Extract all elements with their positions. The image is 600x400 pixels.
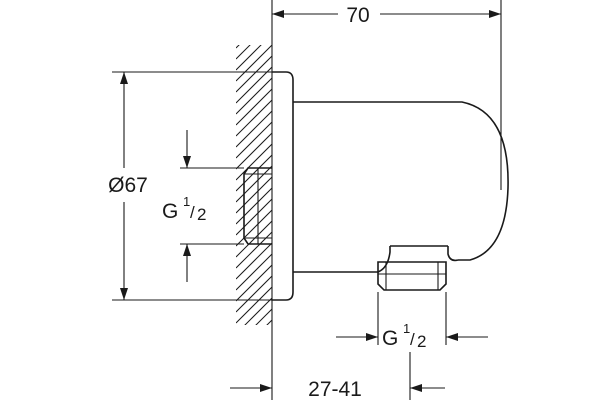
thread-outlet-numerator: 1 bbox=[403, 321, 410, 336]
thread-outlet-slash: / bbox=[410, 330, 415, 349]
dimension-diameter-label: Ø67 bbox=[108, 174, 148, 197]
thread-inlet-slash: / bbox=[190, 203, 195, 222]
dimension-wall-range: 27-41 bbox=[230, 352, 445, 400]
wall-hatching bbox=[236, 45, 272, 325]
dimension-width-label: 70 bbox=[346, 4, 369, 27]
thread-inlet-denominator: 2 bbox=[197, 205, 206, 224]
dimension-thread-outlet: G 1 / 2 bbox=[336, 292, 488, 351]
thread-inlet-main: G bbox=[162, 200, 178, 223]
dimension-diameter: Ø67 bbox=[108, 71, 272, 301]
dimension-width: 70 bbox=[272, 0, 502, 190]
dimension-wall-range-label: 27-41 bbox=[308, 378, 362, 400]
dimension-thread-inlet: G 1 / 2 bbox=[162, 130, 244, 282]
outlet-nipple bbox=[377, 245, 448, 291]
wall-rosette bbox=[272, 71, 294, 301]
thread-inlet-numerator: 1 bbox=[183, 194, 190, 209]
inlet-nipple bbox=[243, 167, 272, 245]
thread-outlet-denominator: 2 bbox=[417, 332, 426, 351]
thread-outlet-main: G bbox=[382, 327, 398, 350]
